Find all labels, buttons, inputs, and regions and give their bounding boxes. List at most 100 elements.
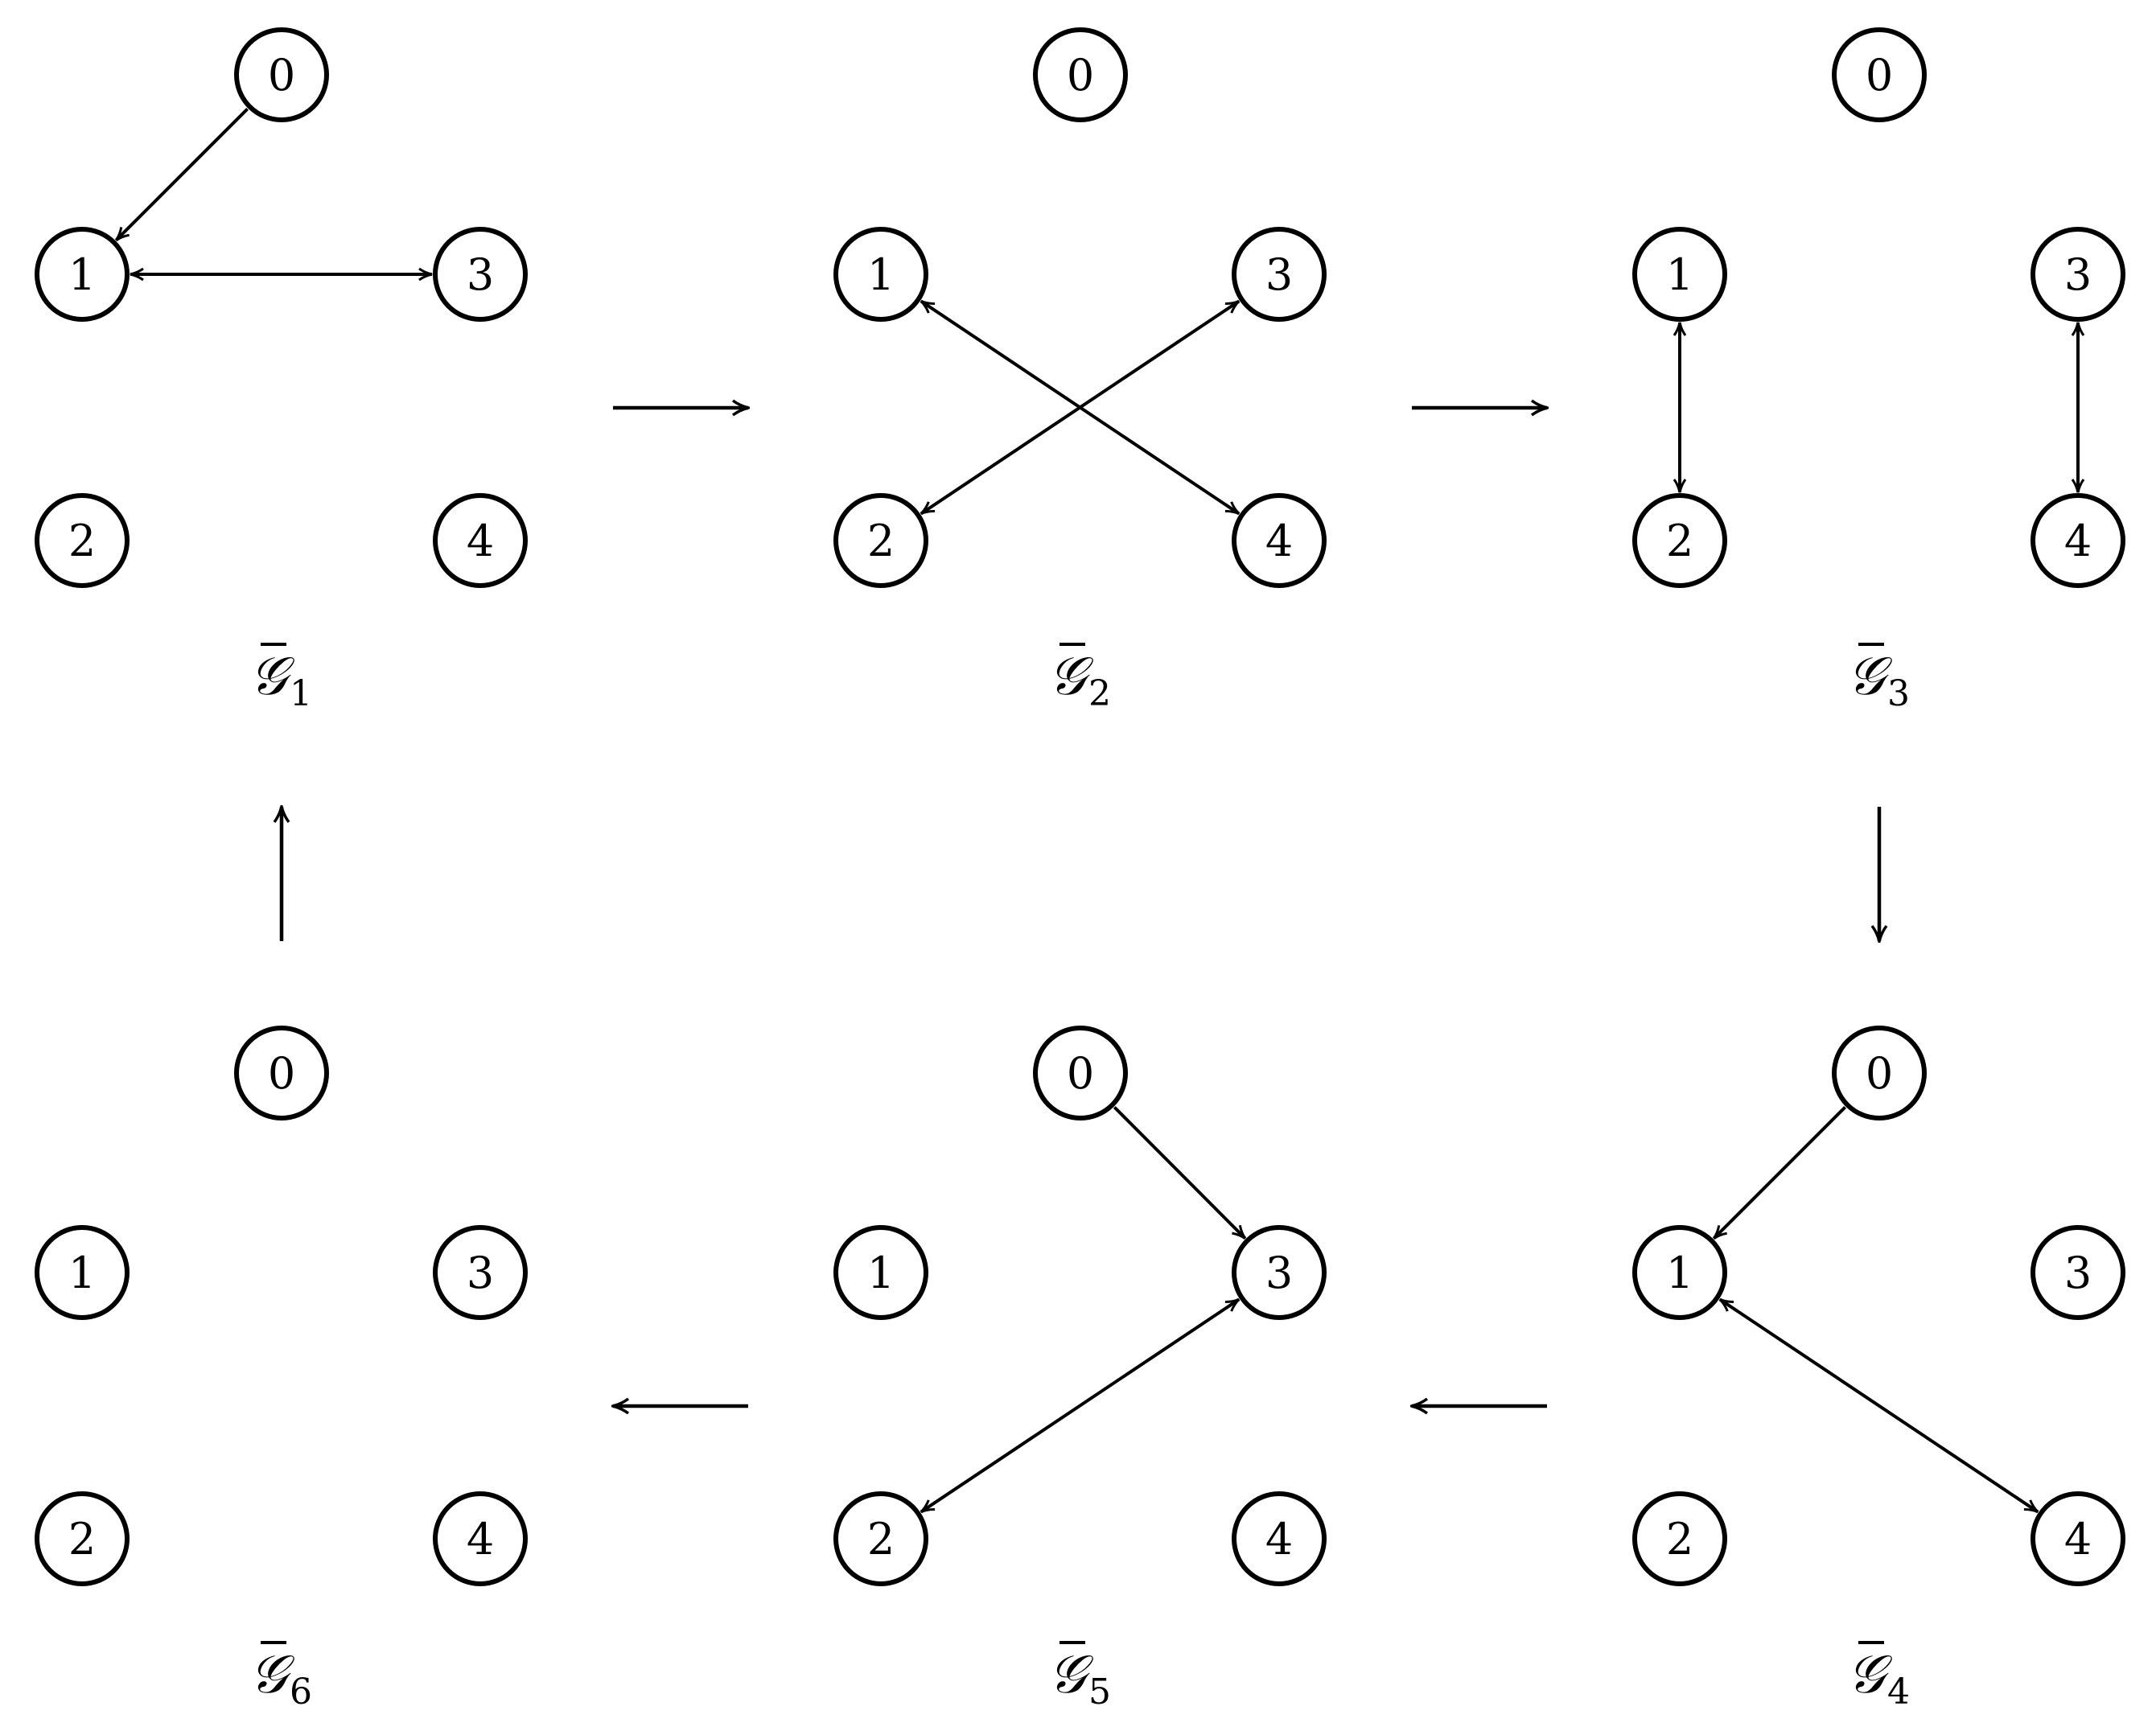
node-label: 0 [268,50,295,101]
node-label: 2 [68,1514,96,1565]
edges-2 [920,299,1241,516]
node-4: 4 [433,1491,528,1586]
node-2: 2 [833,493,928,588]
node-label: 4 [1265,1514,1293,1565]
edge-1-4 [1718,1297,2039,1514]
node-4: 4 [433,493,528,588]
node-4: 4 [1232,1491,1327,1586]
node-3: 3 [1232,227,1327,322]
flow-arrows [282,408,1879,1406]
node-label: 3 [467,249,494,300]
node-circle [1232,493,1327,588]
node-circle [1232,1491,1327,1586]
node-2: 2 [1632,1491,1727,1586]
node-circle [433,1225,528,1320]
node-circle [833,1491,928,1586]
caption-subscript: 3 [1887,673,1910,714]
edge-0-1 [114,107,249,242]
caption-symbol: 𝒢 [1847,645,1893,707]
caption-symbol: 𝒢 [1048,645,1094,707]
node-label: 2 [1666,1514,1693,1565]
node-3: 3 [433,227,528,322]
node-circle [433,1491,528,1586]
node-label: 2 [867,1514,895,1565]
node-circle [833,1225,928,1320]
node-0: 0 [234,1026,329,1120]
node-circle [1832,27,1927,122]
node-label: 1 [867,249,895,300]
node-label: 0 [1866,1048,1893,1099]
node-3: 3 [1232,1225,1327,1320]
node-0: 0 [234,27,329,122]
node-circle [1632,1225,1727,1320]
caption-symbol: 𝒢 [249,1643,295,1705]
node-circle [433,227,528,322]
node-circle [433,493,528,588]
node-label: 4 [1265,516,1293,566]
node-0: 0 [1033,1026,1128,1120]
node-1: 1 [35,227,130,322]
node-circle [2031,493,2125,588]
node-label: 4 [2064,1514,2092,1565]
node-1: 1 [1632,1225,1727,1320]
node-circle [2031,1491,2125,1586]
node-3: 3 [2031,227,2125,322]
node-2: 2 [35,493,130,588]
node-0: 0 [1033,27,1128,122]
edges-5 [920,1106,1247,1514]
node-label: 4 [467,516,494,566]
node-label: 2 [867,516,895,566]
node-4: 4 [2031,1491,2125,1586]
node-4: 4 [2031,493,2125,588]
edges-1 [114,107,433,282]
node-label: 3 [1265,249,1293,300]
node-label: 3 [2064,249,2092,300]
node-circle [1832,1026,1927,1120]
node-3: 3 [2031,1225,2125,1320]
node-label: 1 [867,1248,895,1298]
node-2: 2 [35,1491,130,1586]
node-label: 4 [467,1514,494,1565]
node-label: 1 [68,249,96,300]
node-2: 2 [1632,493,1727,588]
node-label: 4 [2064,516,2092,566]
node-circle [234,27,329,122]
node-circle [35,493,130,588]
node-1: 1 [833,1225,928,1320]
edges-4 [1712,1105,2039,1514]
node-circle [35,1491,130,1586]
node-circle [2031,227,2125,322]
caption-symbol: 𝒢 [249,645,295,707]
edge-2-3 [920,299,1241,516]
node-circle [1232,227,1327,322]
node-1: 1 [35,1225,130,1320]
node-2: 2 [833,1491,928,1586]
node-label: 0 [1067,50,1094,101]
node-label: 1 [68,1248,96,1298]
node-3: 3 [433,1225,528,1320]
caption-symbol: 𝒢 [1048,1643,1094,1705]
node-label: 2 [1666,516,1693,566]
node-circle [1232,1225,1327,1320]
caption-subscript: 5 [1088,1671,1111,1713]
caption-symbol: 𝒢 [1847,1643,1893,1705]
node-label: 3 [467,1248,494,1298]
node-label: 0 [268,1048,295,1099]
edge-2-3 [920,1297,1241,1514]
node-circle [234,1026,329,1120]
node-label: 1 [1666,1248,1693,1298]
node-circle [1632,1491,1727,1586]
caption-subscript: 4 [1887,1671,1910,1713]
node-label: 3 [2064,1248,2092,1298]
